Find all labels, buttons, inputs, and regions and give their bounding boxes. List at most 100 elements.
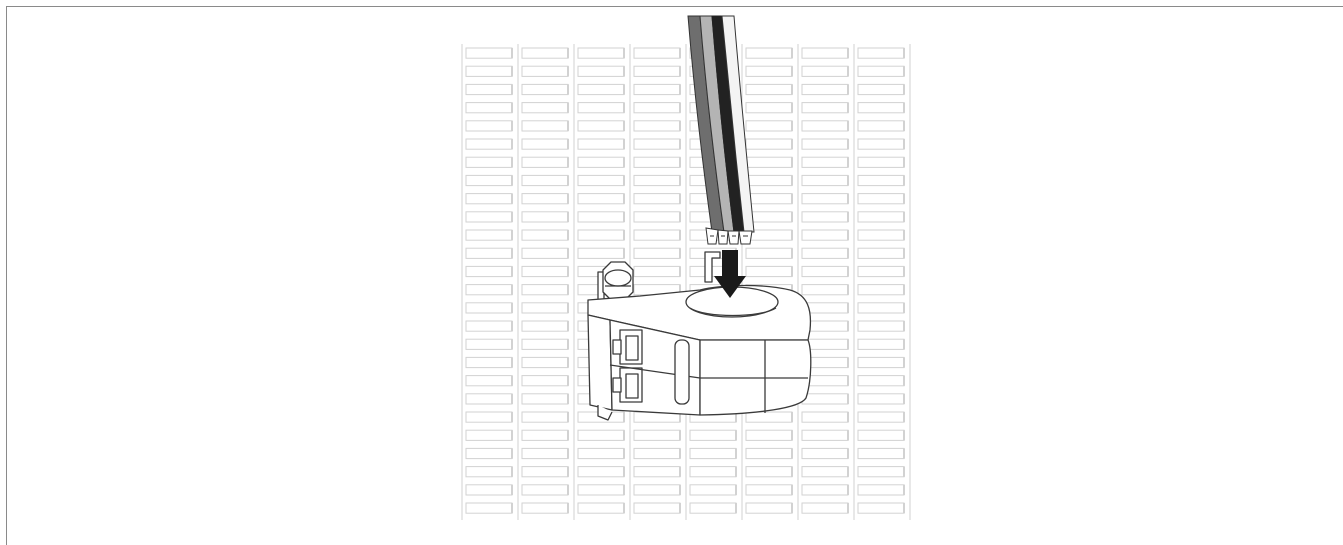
panel-slot — [857, 138, 905, 150]
panel-slot — [633, 47, 681, 59]
panel-slot — [801, 484, 849, 496]
panel-slot — [801, 65, 849, 77]
panel-slot — [521, 429, 569, 441]
panel-slot — [745, 120, 793, 132]
panel-slot — [577, 193, 625, 205]
panel-slot — [521, 247, 569, 259]
panel-slot — [801, 174, 849, 187]
panel-slot — [465, 65, 513, 77]
panel-slot — [801, 247, 849, 259]
panel-slot — [745, 156, 793, 168]
panel-slot — [633, 229, 681, 241]
panel-slot — [577, 502, 625, 514]
panel-slot — [521, 102, 569, 114]
panel-slot — [465, 156, 513, 168]
panel-slot — [745, 102, 793, 114]
panel-slot — [465, 356, 513, 369]
panel-slot — [521, 447, 569, 460]
panel-slot — [521, 120, 569, 132]
din-rail-clip — [597, 405, 613, 421]
panel-slot — [521, 229, 569, 241]
panel-slot — [633, 466, 681, 478]
panel-slot — [465, 466, 513, 478]
panel-slot — [801, 447, 849, 460]
panel-slot — [857, 356, 905, 369]
panel-slot — [857, 83, 905, 96]
panel-slot — [801, 466, 849, 478]
panel-slot — [577, 466, 625, 478]
panel-slot — [633, 102, 681, 114]
panel-slot — [689, 502, 737, 514]
panel-slot — [577, 484, 625, 496]
panel-slot — [633, 211, 681, 223]
panel-slot — [577, 429, 625, 441]
panel-slot — [801, 411, 849, 423]
panel-slot — [465, 138, 513, 150]
panel-slot — [577, 102, 625, 114]
stripped-wire-ends — [705, 227, 753, 245]
panel-slot — [633, 174, 681, 187]
panel-slot — [521, 338, 569, 350]
panel-slot — [857, 338, 905, 350]
panel-slot — [745, 411, 793, 423]
panel-slot — [465, 411, 513, 423]
panel-slot — [465, 47, 513, 59]
panel-slot — [633, 65, 681, 77]
panel-slot — [577, 47, 625, 59]
panel-slot — [857, 265, 905, 278]
panel-slot — [465, 502, 513, 514]
panel-slot — [745, 138, 793, 150]
panel-slot — [857, 229, 905, 241]
panel-slot — [633, 138, 681, 150]
panel-slot — [577, 247, 625, 259]
panel-slot — [857, 284, 905, 296]
panel-slot — [857, 429, 905, 441]
panel-slot — [801, 156, 849, 168]
panel-slot — [857, 502, 905, 514]
panel-slot — [801, 502, 849, 514]
panel-slot — [801, 120, 849, 132]
panel-slot — [689, 447, 737, 460]
panel-slot — [689, 429, 737, 441]
panel-slot — [857, 156, 905, 168]
panel-slot — [857, 120, 905, 132]
panel-slot — [745, 174, 793, 187]
panel-slot — [633, 83, 681, 96]
panel-slot — [465, 338, 513, 350]
panel-slot — [801, 429, 849, 441]
panel-slot — [577, 83, 625, 96]
panel-slot — [857, 411, 905, 423]
panel-slot — [521, 356, 569, 369]
panel-slot — [633, 502, 681, 514]
panel-slot — [465, 211, 513, 223]
panel-slot — [521, 174, 569, 187]
panel-slot — [465, 120, 513, 132]
panel-slot — [521, 502, 569, 514]
panel-slot — [465, 247, 513, 259]
panel-slot — [857, 484, 905, 496]
terminal-connector-upper — [612, 329, 643, 365]
panel-slot — [801, 393, 849, 405]
panel-slot — [465, 229, 513, 241]
panel-slot — [857, 193, 905, 205]
panel-slot — [521, 302, 569, 314]
panel-slot — [857, 375, 905, 387]
panel-slot — [633, 156, 681, 168]
panel-slot — [857, 393, 905, 405]
panel-slot — [521, 193, 569, 205]
panel-slot — [801, 229, 849, 241]
panel-slot — [745, 47, 793, 59]
panel-slot — [633, 120, 681, 132]
cable-through-hole — [685, 286, 779, 318]
panel-slot — [745, 429, 793, 441]
panel-slot — [521, 156, 569, 168]
panel-slot — [801, 284, 849, 296]
panel-slot — [521, 138, 569, 150]
panel-slot — [577, 174, 625, 187]
panel-slot — [745, 265, 793, 278]
panel-slot — [521, 375, 569, 387]
panel-slot — [745, 502, 793, 514]
panel-slot — [633, 247, 681, 259]
